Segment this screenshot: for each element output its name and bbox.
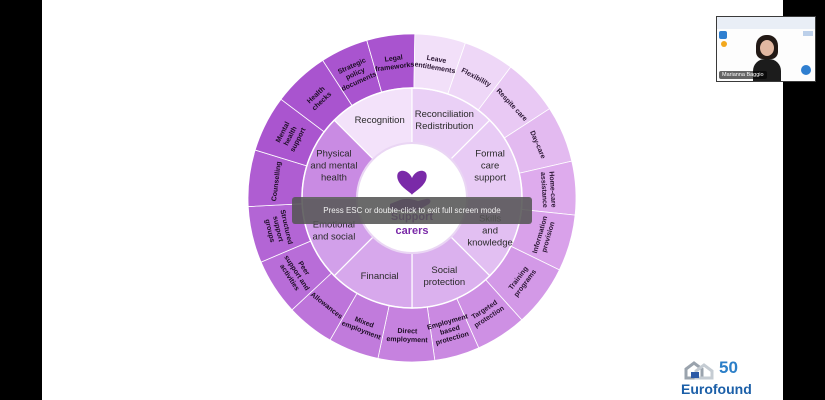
eurofound-logo: 50 Eurofound [679,358,764,400]
outer-measure-label: Directemployment [386,327,428,345]
svg-text:Home-careassistance: Home-careassistance [539,171,557,208]
background-shape [719,31,727,39]
svg-text:Employmentbasedprotection: Employmentbasedprotection [427,313,475,348]
svg-text:Counselling: Counselling [271,161,283,202]
participant-name: Marianna Baggio [719,71,767,79]
eurofound-wordmark: Eurofound [681,381,752,397]
outer-measure-label: Counselling [271,161,283,202]
inner-category-label: Recognition [355,115,405,126]
participant-video-tile[interactable]: Marianna Baggio [716,16,816,82]
background-shape [801,65,811,75]
anniversary-number: 50 [719,358,738,377]
fullscreen-exit-toast: Press ESC or double-click to exit full s… [292,197,532,224]
center-title-line2: carers [395,225,428,237]
outer-measure-label: Employmentbasedprotection [427,313,475,348]
avatar-face [760,40,774,56]
inner-category-label: Financial [361,271,399,282]
video-background [717,17,815,29]
heart-icon [397,170,427,195]
svg-text:Directemployment: Directemployment [386,327,428,344]
background-shape [721,41,727,47]
outer-measure-label: Home-careassistance [539,171,557,208]
background-shape [803,31,813,36]
eurofound-logo-mark-icon [684,361,714,380]
